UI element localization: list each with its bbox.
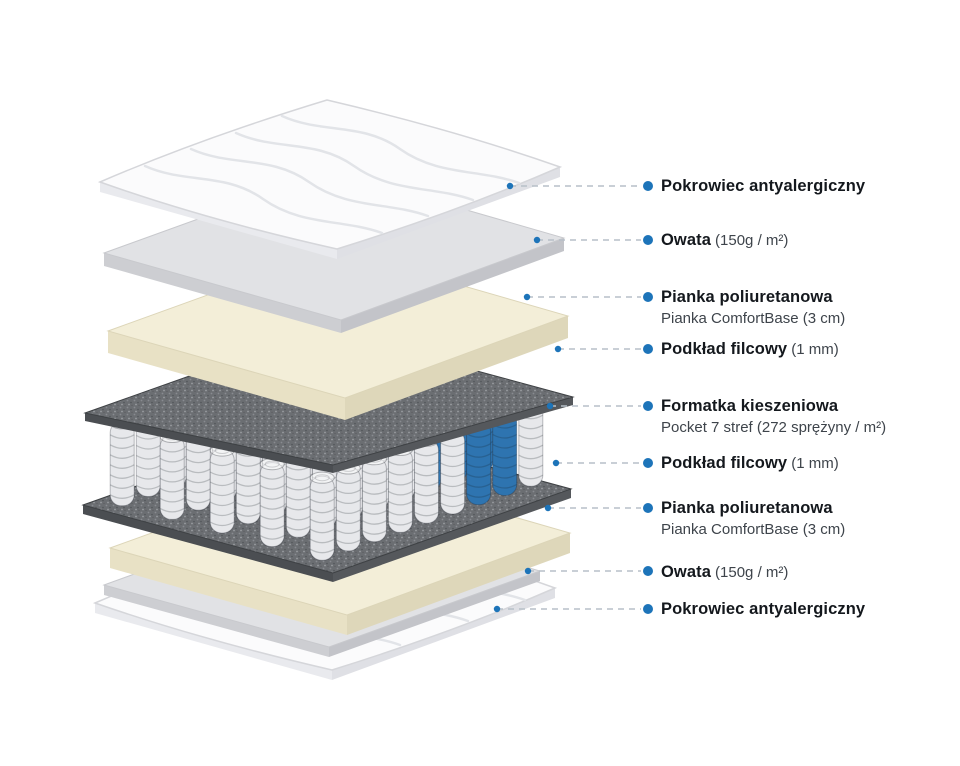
spring-coil [387, 443, 414, 534]
spring-coil [159, 430, 185, 521]
leader-dot [546, 402, 554, 410]
legend-dot [643, 401, 653, 411]
leader-dot [523, 293, 531, 301]
leader-dot [524, 567, 532, 575]
spring-coil [209, 444, 235, 534]
leader-dot [552, 459, 560, 467]
leader-dot [506, 182, 514, 190]
spring-coil [361, 452, 388, 543]
leader-lines [497, 185, 641, 610]
legend-dot [643, 604, 653, 614]
legend-dot [643, 344, 653, 354]
legend-dot [643, 566, 653, 576]
spring-coil [309, 471, 335, 561]
legend-dots [643, 181, 653, 614]
spring-coil [335, 462, 361, 552]
leader-dot [533, 236, 541, 244]
spring-coil [109, 417, 135, 507]
leader-start-dots [493, 182, 562, 613]
leader-dot [544, 504, 552, 512]
layer-top-cover [97, 99, 563, 259]
legend-dot [643, 503, 653, 513]
legend-dot [643, 181, 653, 191]
legend-dot [643, 292, 653, 302]
leader-dot [554, 345, 562, 353]
spring-coil [259, 457, 285, 548]
legend-dot [643, 235, 653, 245]
leader-dot [493, 605, 501, 613]
legend-dot [643, 458, 653, 468]
